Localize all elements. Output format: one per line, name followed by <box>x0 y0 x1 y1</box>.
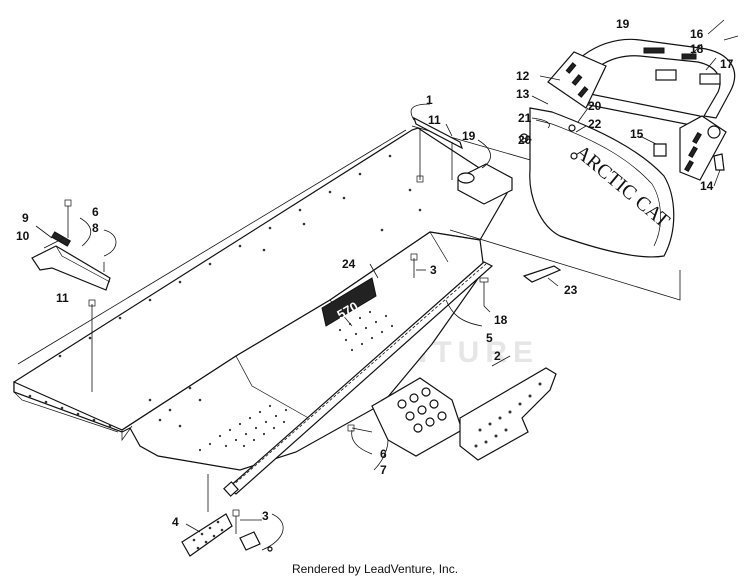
callout-10: 10 <box>16 229 30 243</box>
grab-plate-slots <box>565 62 589 98</box>
callout-4: 4 <box>172 515 179 529</box>
tunnel-top-bracket <box>412 116 464 183</box>
plate-4 <box>181 513 233 557</box>
callout-leaders <box>35 19 725 533</box>
rivet-dots <box>28 154 422 428</box>
model-badge: 570 <box>321 277 377 327</box>
callout-20-right: 20 <box>588 99 602 113</box>
fastener-3-top <box>410 253 418 278</box>
callout-11-top: 11 <box>428 113 441 127</box>
callout-18-top: 18 <box>690 42 704 56</box>
part-19-mount <box>457 163 513 205</box>
callout-17: 17 <box>720 57 734 71</box>
right-grab-plate-slots <box>684 131 702 173</box>
perforation-pattern <box>198 310 394 452</box>
callout-labels: 1 11 19 16 18 17 12 13 21 20 20 22 15 14… <box>16 17 734 529</box>
callout-1: 1 <box>426 93 433 107</box>
callout-19-top: 19 <box>616 17 630 31</box>
callout-11-left: 11 <box>56 291 69 305</box>
callout-15: 15 <box>630 127 644 141</box>
callout-24: 24 <box>342 257 356 271</box>
callout-23: 23 <box>564 283 578 297</box>
fastener-3-bottom <box>232 509 284 552</box>
callout-7: 7 <box>380 463 387 477</box>
callout-14: 14 <box>700 179 714 193</box>
callout-19-mid: 19 <box>462 129 476 143</box>
callout-16: 16 <box>690 27 704 41</box>
left-hardware <box>31 199 117 392</box>
callout-3-bottom: 3 <box>262 509 269 523</box>
footrest-bracket <box>371 377 463 457</box>
callout-18-mid: 18 <box>494 313 508 327</box>
callout-12: 12 <box>516 69 530 83</box>
callout-9: 9 <box>22 211 29 225</box>
callout-5: 5 <box>486 331 493 345</box>
callout-8: 8 <box>92 221 99 235</box>
callout-21: 21 <box>518 111 532 125</box>
side-plate-2 <box>459 367 557 461</box>
footrest-holes <box>397 387 447 433</box>
callout-3-top: 3 <box>430 263 437 277</box>
rear-bumper-assembly: ARCTIC CAT <box>519 35 739 258</box>
callout-22: 22 <box>588 117 602 131</box>
part-23 <box>522 265 562 283</box>
callout-13: 13 <box>516 87 530 101</box>
callout-6-left: 6 <box>92 205 99 219</box>
bolt-18 <box>479 277 489 306</box>
footer-credit: Rendered by LeadVenture, Inc. <box>291 562 459 576</box>
slide-rail <box>223 261 494 497</box>
callout-6-bottom: 6 <box>380 447 387 461</box>
callout-2: 2 <box>494 349 501 363</box>
callout-20-left: 20 <box>518 133 532 147</box>
